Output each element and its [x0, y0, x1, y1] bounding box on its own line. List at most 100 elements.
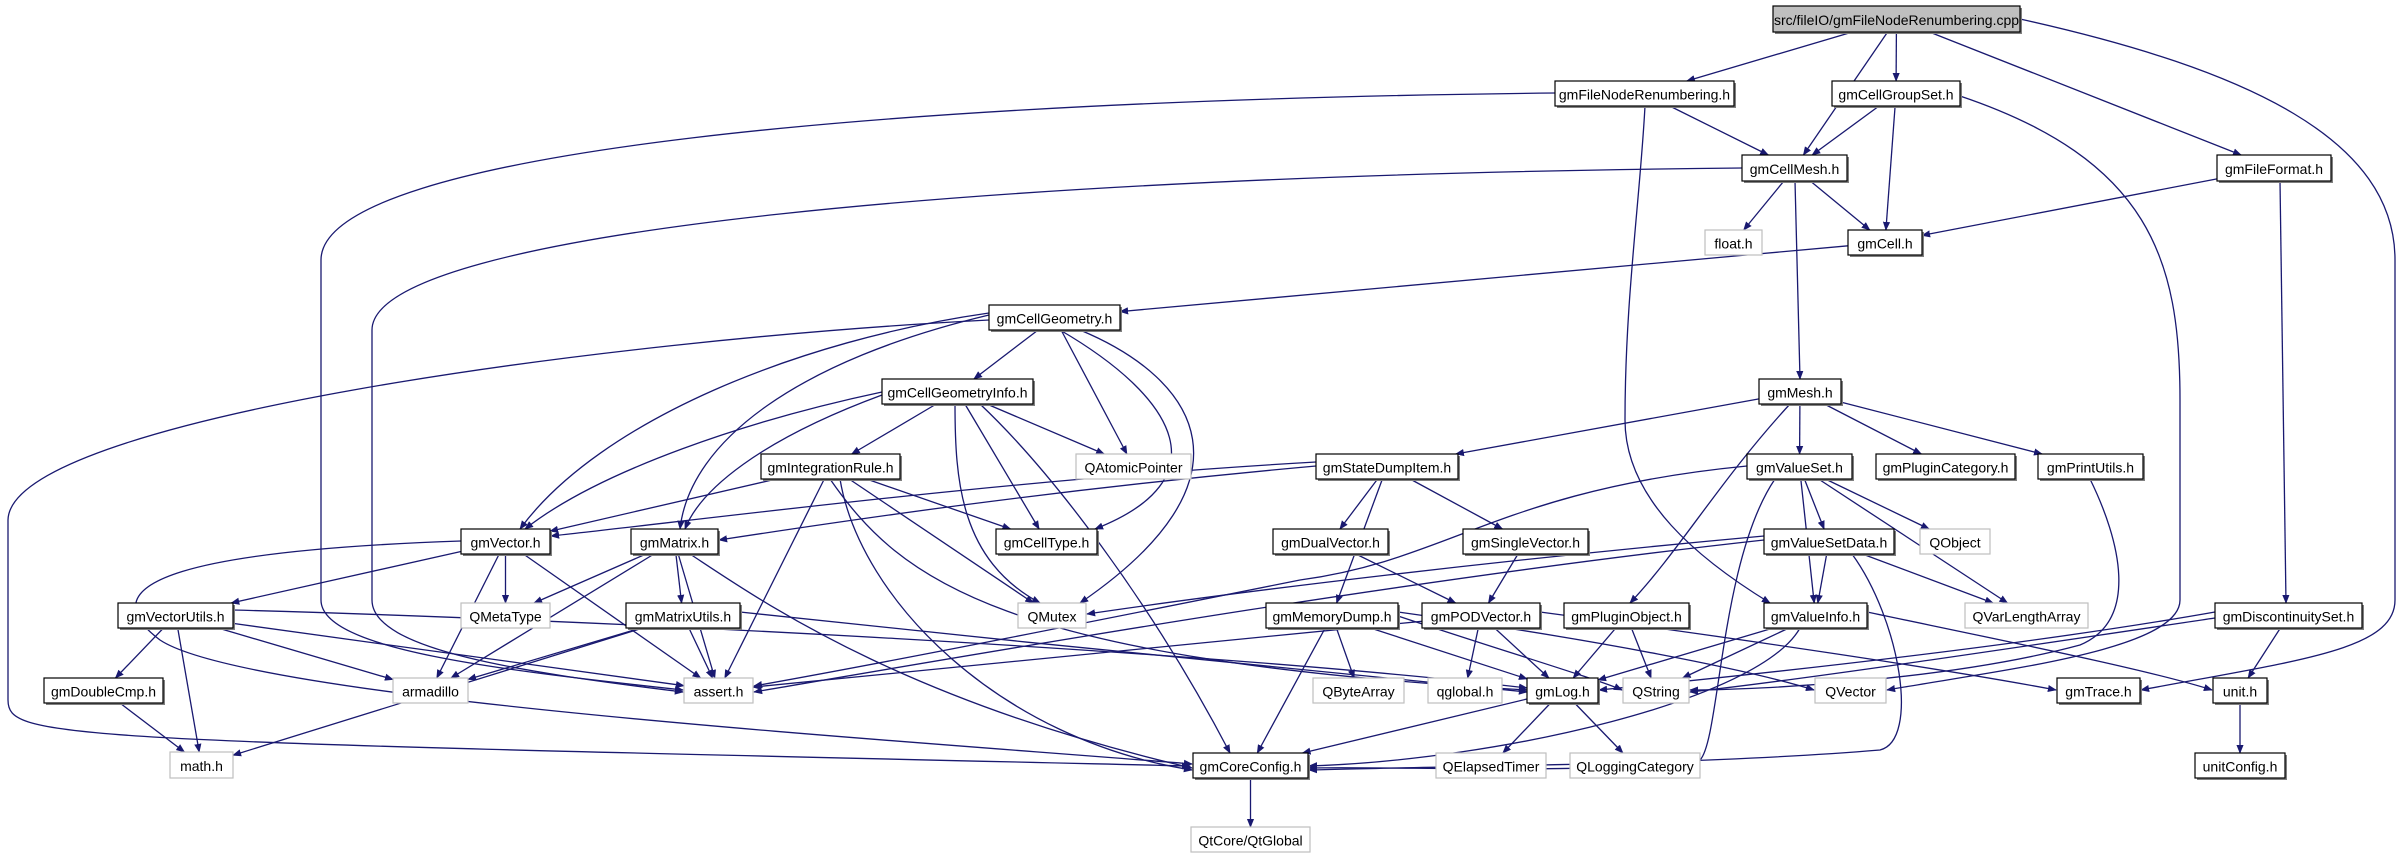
edge-vset-to-qobj — [1825, 478, 1930, 530]
node-qloggingcategory[interactable]: QLoggingCategory — [1569, 752, 1701, 779]
node-label: gmMatrix.h — [640, 535, 709, 551]
node-qtcore-qtglobal[interactable]: QtCore/QtGlobal — [1190, 826, 1311, 853]
edge-cgeo-to-vec — [519, 312, 990, 530]
node-gmplugincategory-h[interactable]: gmPluginCategory.h — [1875, 453, 2017, 481]
node-box — [117, 602, 234, 629]
node-box — [2214, 602, 2363, 629]
node-qmutex[interactable]: QMutex — [1017, 602, 1087, 629]
node-box — [1763, 528, 1895, 555]
node-qvector[interactable]: QVector — [1814, 677, 1887, 704]
node-float-h[interactable]: float.h — [1704, 229, 1763, 256]
node-gmmatrixutils-h[interactable]: gmMatrixUtils.h — [625, 602, 742, 630]
node-label: gmSingleVector.h — [1471, 535, 1580, 551]
node-box — [630, 528, 719, 555]
edge-root-to-trace — [2019, 18, 2396, 693]
node-qobject[interactable]: QObject — [1919, 528, 1991, 555]
edge-sdi-to-vec — [550, 461, 1317, 539]
edge-dcmp-to-math — [119, 702, 186, 753]
edge-vset-to-qvla — [1818, 478, 2009, 604]
node-gmintegrationrule-h[interactable]: gmIntegrationRule.h — [760, 453, 902, 481]
edge-vinfo-to-log — [1597, 627, 1774, 682]
node-box — [683, 677, 754, 704]
edge-vutil-to-log — [232, 609, 1528, 691]
node-box — [1462, 528, 1589, 555]
edge-cgeo-to-qmutex — [1079, 329, 1195, 604]
node-gmlog-h[interactable]: gmLog.h — [1526, 677, 1600, 705]
edge-root-to-ffmt — [1929, 31, 2242, 156]
node-qbytearray[interactable]: QByteArray — [1312, 677, 1405, 704]
node-box — [2194, 752, 2286, 779]
edge-vinfo-to-unit — [1866, 611, 2213, 691]
edge-sdi-to-dvec — [1339, 478, 1379, 530]
edge-cmesh-to-mesh — [1794, 180, 1804, 380]
edge-vutil-to-assert — [232, 622, 685, 689]
node-src-fileio-gmfilenoderenumbering-cpp[interactable]: src/fileIO/gmFileNodeRenumbering.cpp — [1772, 5, 2022, 34]
node-gmdoublecmp-h[interactable]: gmDoubleCmp.h — [43, 677, 165, 705]
edge-dset-to-unit — [2247, 627, 2281, 679]
node-gmmatrix-h[interactable]: gmMatrix.h — [630, 528, 720, 556]
node-gmdiscontinuityset-h[interactable]: gmDiscontinuitySet.h — [2214, 602, 2364, 630]
node-label: gmIntegrationRule.h — [767, 460, 893, 476]
node-label: gmStateDumpItem.h — [1323, 460, 1451, 476]
node-gmpodvector-h[interactable]: gmPODVector.h — [1421, 602, 1542, 630]
edge-cgi-to-qap — [986, 403, 1106, 455]
node-unit-h[interactable]: unit.h — [2212, 677, 2269, 705]
edge-podv-to-assert — [752, 620, 1423, 690]
node-gmdualvector-h[interactable]: gmDualVector.h — [1272, 528, 1390, 556]
edge-vinfo-to-ccfg — [1308, 627, 1801, 770]
node-gmvalueset-h[interactable]: gmValueSet.h — [1746, 453, 1854, 481]
edge-fnr-to-vinfo — [1624, 105, 1771, 604]
node-gmstatedumpitem-h[interactable]: gmStateDumpItem.h — [1315, 453, 1460, 481]
edge-mesh-to-pobj — [1629, 403, 1791, 604]
node-qmetatype[interactable]: QMetaType — [460, 602, 551, 629]
node-gmcellgroupset-h[interactable]: gmCellGroupSet.h — [1831, 80, 1962, 108]
node-gmvalueinfo-h[interactable]: gmValueInfo.h — [1763, 602, 1869, 630]
node-label: gmPluginCategory.h — [1883, 460, 2009, 476]
node-qglobal-h[interactable]: qglobal.h — [1427, 677, 1503, 704]
node-gmmesh-h[interactable]: gmMesh.h — [1758, 378, 1843, 406]
node-gmfilenoderenumbering-h[interactable]: gmFileNodeRenumbering.h — [1554, 80, 1736, 108]
node-box — [1847, 229, 1923, 256]
node-assert-h[interactable]: assert.h — [683, 677, 754, 704]
node-qatomicpointer[interactable]: QAtomicPointer — [1075, 453, 1192, 480]
node-gmmemorydump-h[interactable]: gmMemoryDump.h — [1265, 602, 1400, 630]
node-qstring[interactable]: QString — [1622, 677, 1690, 704]
node-label: QAtomicPointer — [1084, 460, 1182, 476]
node-box — [2037, 453, 2144, 480]
edge-cgeo-to-qap — [1060, 329, 1128, 455]
edge-fnr-to-cmesh — [1669, 105, 1770, 156]
node-math-h[interactable]: math.h — [169, 751, 234, 779]
node-box — [1526, 677, 1599, 704]
node-gmcell-h[interactable]: gmCell.h — [1847, 229, 1924, 257]
node-gmfileformat-h[interactable]: gmFileFormat.h — [2216, 154, 2333, 183]
edge-cgs-to-cell — [1882, 105, 1896, 231]
node-qvarlengtharray[interactable]: QVarLengthArray — [1964, 602, 2089, 629]
node-gmsinglevector-h[interactable]: gmSingleVector.h — [1462, 528, 1590, 556]
edge-cgi-to-ccfg — [979, 403, 1231, 754]
node-box — [1563, 602, 1690, 629]
node-unitconfig-h[interactable]: unitConfig.h — [2194, 752, 2287, 780]
node-armadillo[interactable]: armadillo — [392, 677, 469, 704]
node-gmcoreconfig-h[interactable]: gmCoreConfig.h — [1192, 752, 1310, 780]
edge-cgi-to-mat — [684, 394, 883, 530]
edge-cgi-to-irule — [850, 403, 937, 455]
edge-log-to-qet — [1502, 702, 1552, 754]
node-gmcellgeometryinfo-h[interactable]: gmCellGeometryInfo.h — [881, 378, 1035, 406]
node-qelapsedtimer[interactable]: QElapsedTimer — [1435, 752, 1547, 779]
node-label: unitConfig.h — [2203, 759, 2278, 775]
node-gmcellmesh-h[interactable]: gmCellMesh.h — [1741, 154, 1849, 183]
node-label: gmCellGroupSet.h — [1838, 87, 1953, 103]
node-gmvaluesetdata-h[interactable]: gmValueSetData.h — [1763, 528, 1896, 556]
node-gmvectorutils-h[interactable]: gmVectorUtils.h — [117, 602, 235, 630]
node-box — [2212, 677, 2268, 704]
edge-dset-to-qstring — [1689, 617, 2216, 695]
node-gmcelltype-h[interactable]: gmCellType.h — [995, 528, 1099, 556]
node-gmprintutils-h[interactable]: gmPrintUtils.h — [2037, 453, 2145, 481]
node-gmvector-h[interactable]: gmVector.h — [460, 528, 552, 556]
node-gmcellgeometry-h[interactable]: gmCellGeometry.h — [988, 304, 1122, 332]
edge-svec-to-podv — [1487, 553, 1519, 604]
edge-pobj-to-log — [1572, 627, 1617, 679]
node-gmpluginobject-h[interactable]: gmPluginObject.h — [1563, 602, 1691, 630]
node-gmtrace-h[interactable]: gmTrace.h — [2056, 677, 2142, 705]
node-label: gmFileNodeRenumbering.h — [1559, 87, 1730, 103]
